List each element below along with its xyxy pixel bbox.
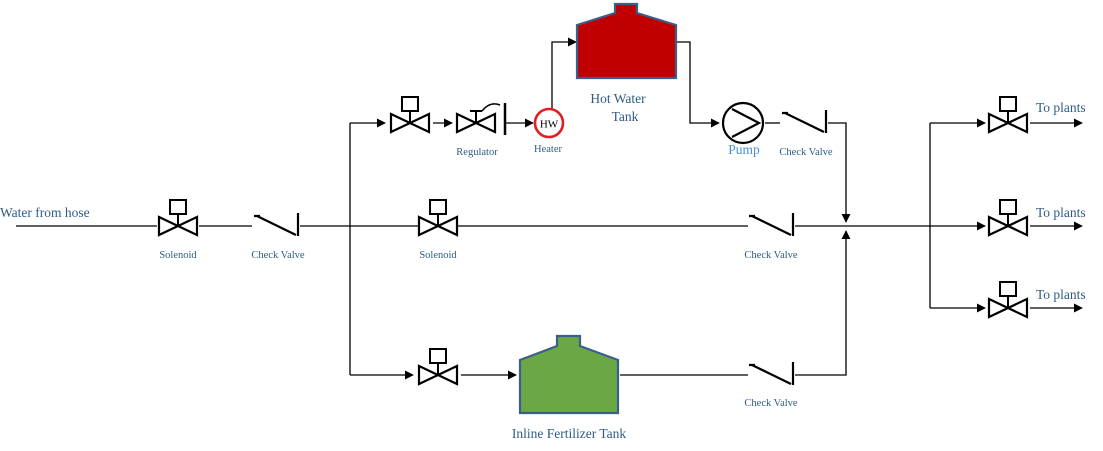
hot-tank-label-line1: Hot Water	[590, 91, 646, 106]
check-valve-main	[254, 213, 300, 236]
solenoid-main-label: Solenoid	[159, 250, 197, 261]
outlet-3-label: To plants	[1036, 287, 1086, 302]
outlet-valve-1	[987, 95, 1029, 134]
check-valve-bottom	[749, 362, 795, 385]
check-valve-mid	[749, 213, 795, 236]
solenoid-mid-label: Solenoid	[419, 250, 457, 261]
heater-label: Heater	[534, 144, 562, 155]
hot-tank-label-line2: Tank	[612, 109, 639, 124]
pump-label: Pump	[728, 142, 760, 157]
hot-water-tank	[575, 2, 678, 80]
regulator-label: Regulator	[456, 147, 498, 158]
source-label: Water from hose	[0, 205, 90, 220]
check-valve-top-label: Check Valve	[779, 147, 833, 158]
outlet-2-label: To plants	[1036, 205, 1086, 220]
heater-badge: HW	[540, 119, 559, 131]
solenoid-valve-main	[157, 198, 199, 237]
pipe-network	[16, 37, 1083, 380]
check-valve-main-label: Check Valve	[251, 250, 305, 261]
check-valve-bottom-label: Check Valve	[744, 398, 798, 409]
pump	[721, 101, 765, 145]
solenoid-valve-hot-branch	[389, 95, 431, 134]
solenoid-valve-fert-branch	[417, 347, 459, 386]
heater: HW	[533, 107, 565, 139]
regulator-valve	[455, 103, 507, 135]
outlet-valve-3	[987, 280, 1029, 319]
solenoid-valve-mid	[417, 198, 459, 237]
check-valve-mid-label: Check Valve	[744, 250, 798, 261]
fertilizer-tank-label: Inline Fertilizer Tank	[512, 426, 627, 441]
heater-ring	[533, 107, 565, 139]
outlet-valve-2	[987, 198, 1029, 237]
outlet-1-label: To plants	[1036, 100, 1086, 115]
fertilizer-tank	[518, 334, 620, 415]
check-valve-top	[782, 110, 828, 133]
